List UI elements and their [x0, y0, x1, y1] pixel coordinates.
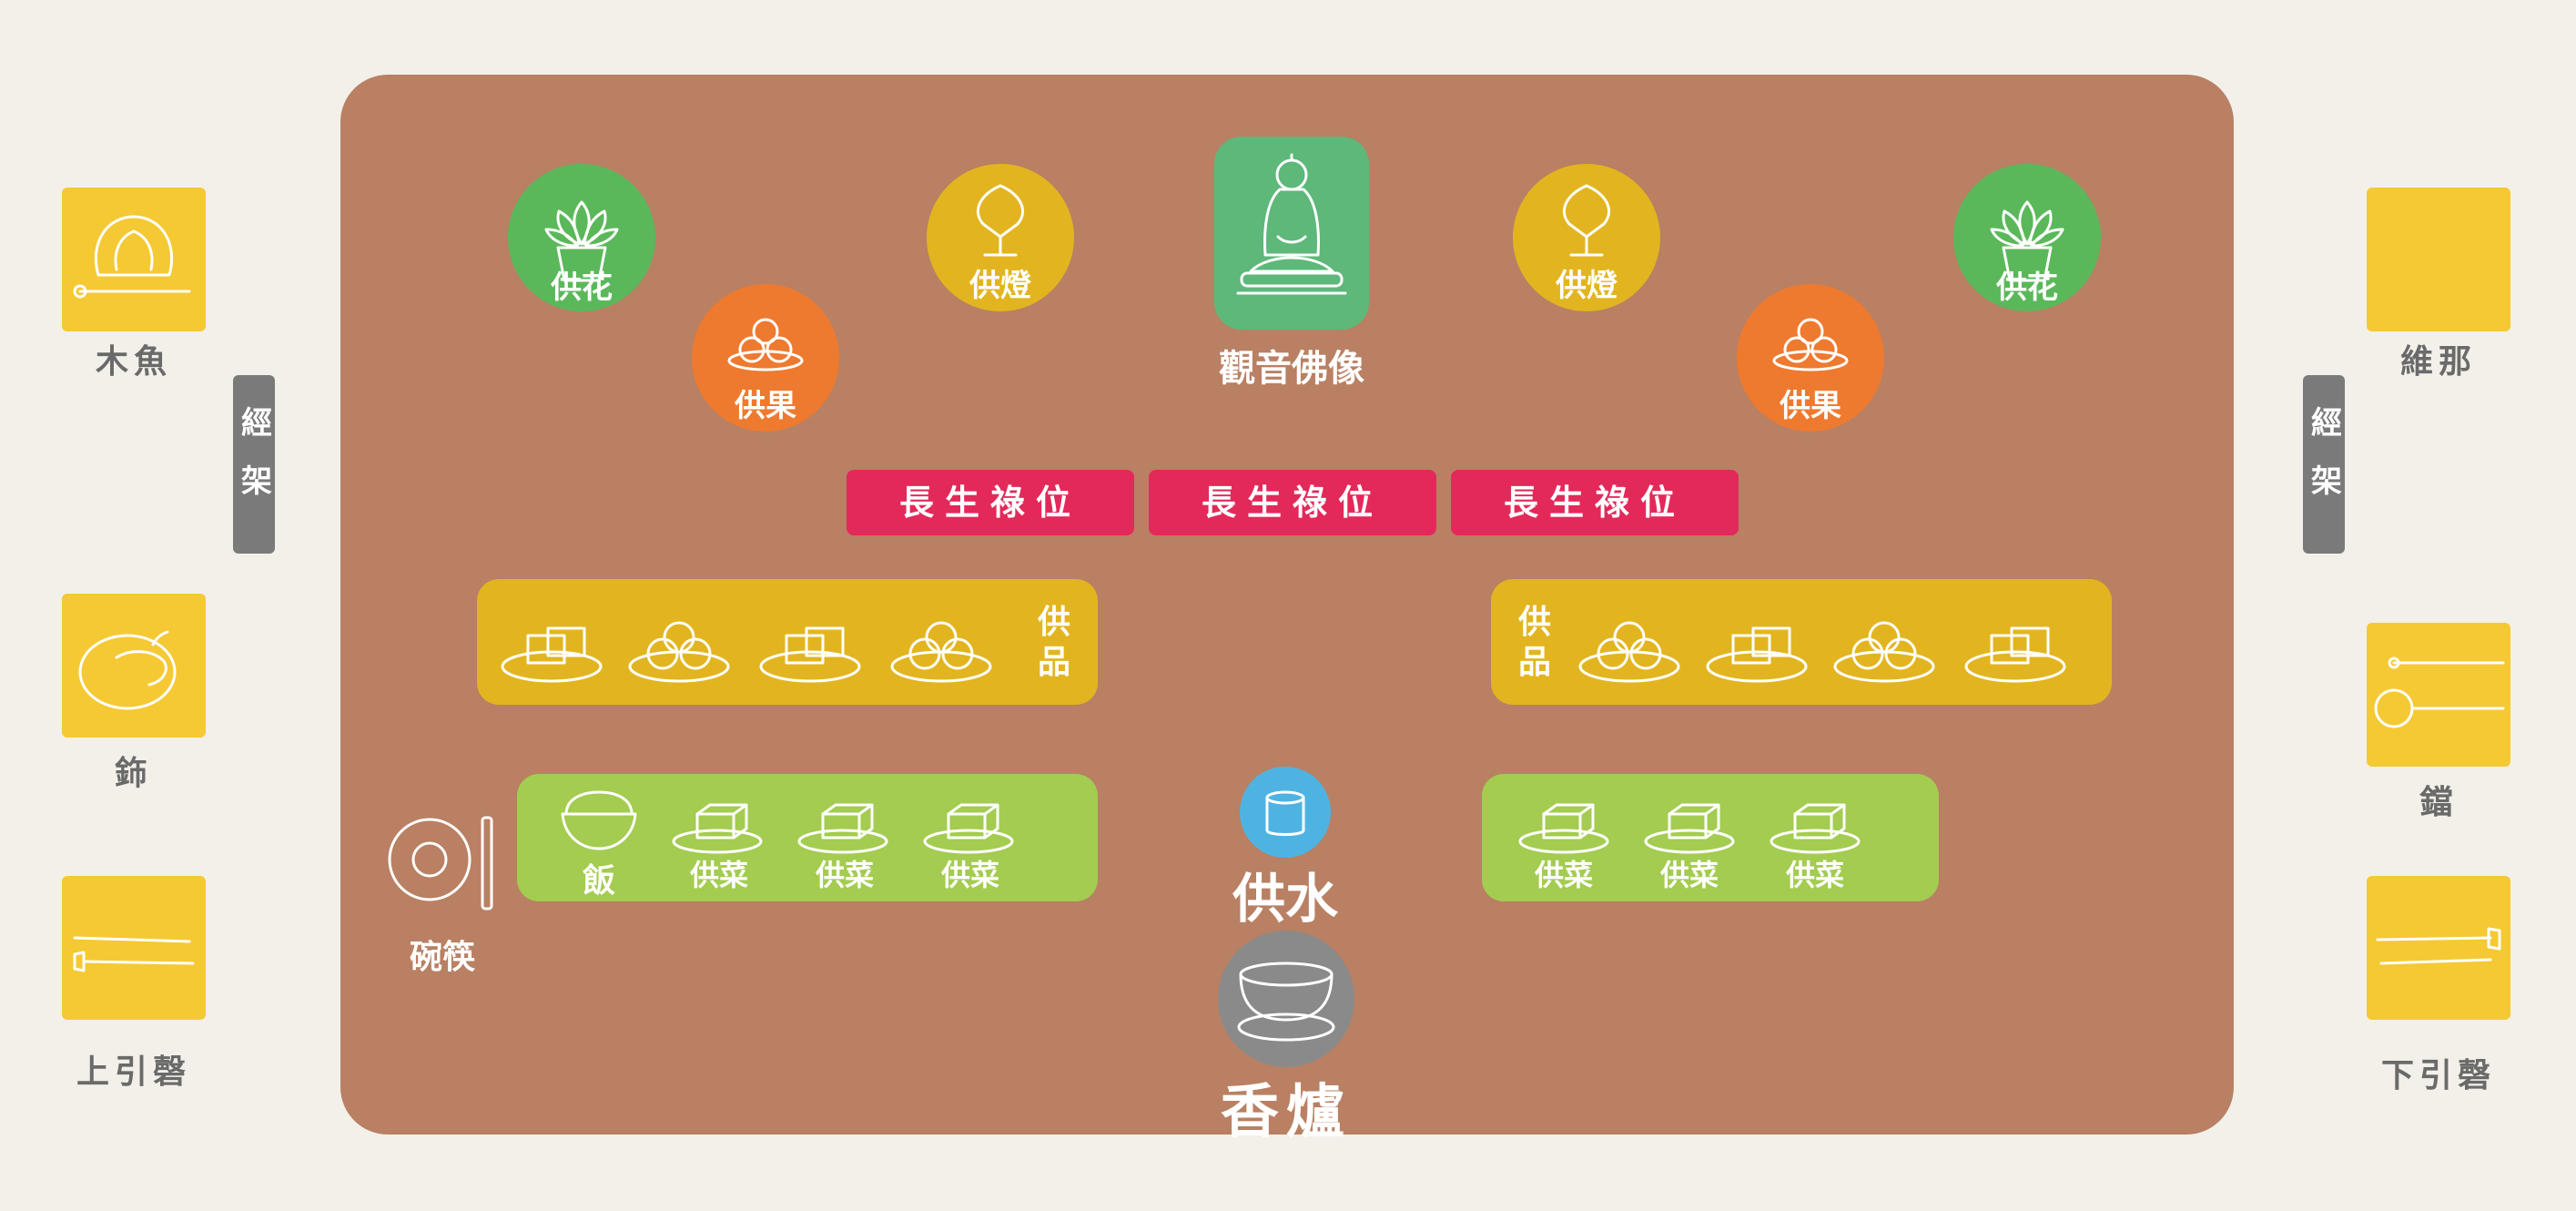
fruit-offering-left: 供果 [692, 284, 839, 432]
lamp-offering-right: 供燈 [1513, 164, 1660, 311]
lamp-icon [977, 184, 1024, 257]
weina-label: 維那 [2399, 343, 2477, 381]
bowl-chopsticks-icon [388, 816, 493, 911]
incense-label: 香爐 [1221, 1079, 1352, 1146]
dish-right-2-label: 供菜 [1659, 858, 1719, 892]
offerings-right-label: 供品 [1517, 604, 1551, 681]
hand-bell-icon [2376, 927, 2501, 965]
wooden-fish-icon [73, 215, 191, 299]
flower-pot-icon [544, 200, 619, 282]
wooden-fish-tile [62, 188, 206, 331]
statue-label: 觀音佛像 [1219, 348, 1364, 390]
cymbal-label: 鉓 [114, 755, 153, 792]
flower-pot-icon [1990, 200, 2064, 282]
fruit-plate-icon [1772, 318, 1849, 371]
vegetable-tray-left: 飯 供菜 供菜 供菜 [517, 774, 1098, 901]
offering-plates-icon [1578, 621, 2066, 683]
dishes-icon [1518, 803, 1861, 854]
weina-tile [2367, 188, 2510, 331]
dish-left-2-label: 供菜 [815, 858, 874, 892]
water-offering [1240, 767, 1331, 858]
bowl-chopsticks [384, 812, 502, 912]
dish-left-1-label: 供菜 [689, 858, 748, 892]
dish-right-1-label: 供菜 [1534, 858, 1593, 892]
fruit-offering-right: 供果 [1737, 284, 1884, 432]
bowl-chopsticks-label: 碗筷 [409, 939, 475, 976]
flower-offering-right: 供花 [1953, 164, 2101, 311]
lamp-icon [1563, 184, 1610, 257]
offerings-tray-left: 供品 [477, 579, 1098, 705]
fruit-right-label: 供果 [1780, 388, 1841, 424]
dish-left-3-label: 供菜 [940, 858, 999, 892]
water-cup-icon [1265, 790, 1305, 836]
wooden-fish-label: 木魚 [95, 343, 172, 381]
longevity-plaque-1: 長生祿位 [847, 470, 1134, 535]
longevity-plaque-2: 長生祿位 [1149, 470, 1436, 535]
sutra-stand-right: 經架 [2303, 375, 2345, 554]
sutra-stand-left-label: 經架 [235, 406, 272, 523]
hand-bell-icon [73, 936, 195, 972]
lower-bell-tile [2367, 876, 2510, 1020]
bell-gong-icon [2374, 656, 2505, 728]
buddha-statue-icon [1236, 153, 1347, 295]
flower-right-label: 供花 [1996, 270, 2058, 306]
rice-dishes-icon [561, 790, 1014, 854]
fruit-plate-icon [727, 318, 804, 371]
lamp-offering-left: 供燈 [927, 164, 1074, 311]
incense-burner-icon [1237, 962, 1335, 1042]
offering-plates-icon [501, 621, 992, 683]
cymbal-tile [62, 594, 206, 738]
upper-bell-tile [62, 876, 206, 1020]
water-label: 供水 [1232, 868, 1338, 930]
sutra-stand-left: 經架 [233, 375, 275, 554]
lower-bell-label: 下引磬 [2380, 1057, 2496, 1094]
incense-burner [1218, 931, 1354, 1067]
lamp-left-label: 供燈 [969, 268, 1031, 304]
offerings-left-label: 供品 [1037, 604, 1070, 681]
lamp-right-label: 供燈 [1556, 268, 1618, 304]
fruit-left-label: 供果 [735, 388, 796, 424]
bell-tile [2367, 623, 2510, 767]
offerings-tray-right: 供品 [1491, 579, 2112, 705]
guanyin-statue [1214, 137, 1369, 330]
vegetable-tray-right: 供菜 供菜 供菜 [1482, 774, 1939, 901]
cymbal-icon [78, 630, 177, 710]
bell-label: 鐺 [2419, 784, 2458, 821]
sutra-stand-right-label: 經架 [2305, 406, 2342, 523]
rice-label: 飯 [582, 862, 615, 900]
dish-right-3-label: 供菜 [1785, 858, 1844, 892]
flower-left-label: 供花 [551, 270, 613, 306]
longevity-plaque-3: 長生祿位 [1451, 470, 1739, 535]
upper-bell-label: 上引磬 [76, 1053, 191, 1091]
flower-offering-left: 供花 [508, 164, 655, 311]
